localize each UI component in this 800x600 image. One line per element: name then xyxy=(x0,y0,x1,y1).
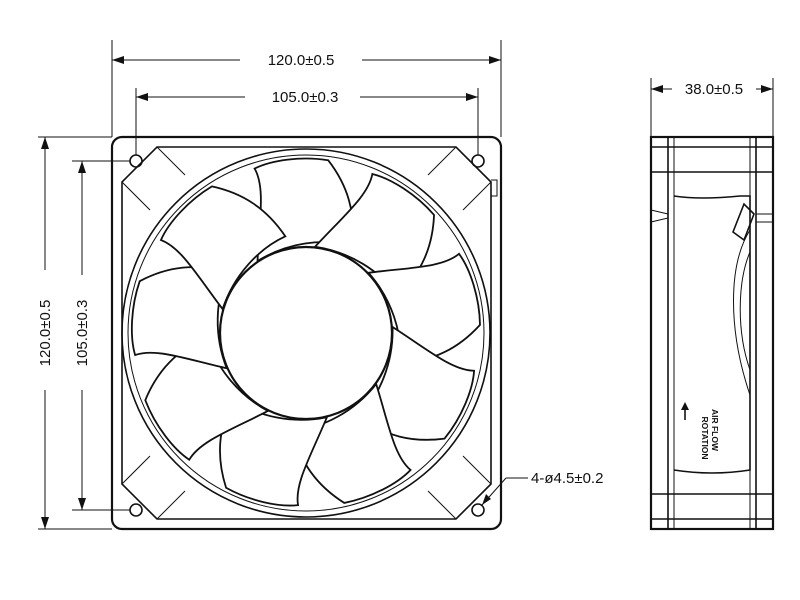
venturi-inner xyxy=(127,154,485,512)
rotation-label: ROTATION xyxy=(700,416,710,459)
front-dimensions: 120.0±0.5 105.0±0.3 120.0±0.5 105.0±0.3 … xyxy=(37,40,603,530)
airflow-label: AIR FLOW xyxy=(710,409,720,452)
mount-hole-bottom-right xyxy=(471,503,485,517)
side-body-outline xyxy=(649,135,775,531)
dim-overall-width: 120.0±0.5 xyxy=(268,52,335,69)
front-view xyxy=(110,135,503,531)
dim-overall-height: 120.0±0.5 xyxy=(37,300,54,367)
fan-frame-outer xyxy=(110,135,503,531)
venturi-outer xyxy=(121,148,491,518)
airflow-arrow-icon xyxy=(681,402,689,420)
corner-struts xyxy=(121,146,492,520)
wire-bracket xyxy=(732,202,755,242)
dim-hole-spacing-height: 105.0±0.3 xyxy=(74,300,91,367)
dim-depth: 38.0±0.5 xyxy=(685,81,743,98)
side-view: 38.0±0.5 AIR FLOW ROTATION xyxy=(649,78,775,531)
wire-notch xyxy=(491,179,498,197)
dim-hole-spacing-width: 105.0±0.3 xyxy=(272,89,339,106)
mount-hole-top-left xyxy=(129,154,143,168)
mount-hole-top-right xyxy=(471,154,485,168)
dim-mount-holes: 4-ø4.5±0.2 xyxy=(531,470,603,487)
fan-hub xyxy=(218,245,394,421)
fan-blade xyxy=(159,185,287,311)
fan-blades xyxy=(130,157,481,507)
side-body-inner xyxy=(673,195,751,474)
mount-hole-bottom-left xyxy=(129,503,143,517)
